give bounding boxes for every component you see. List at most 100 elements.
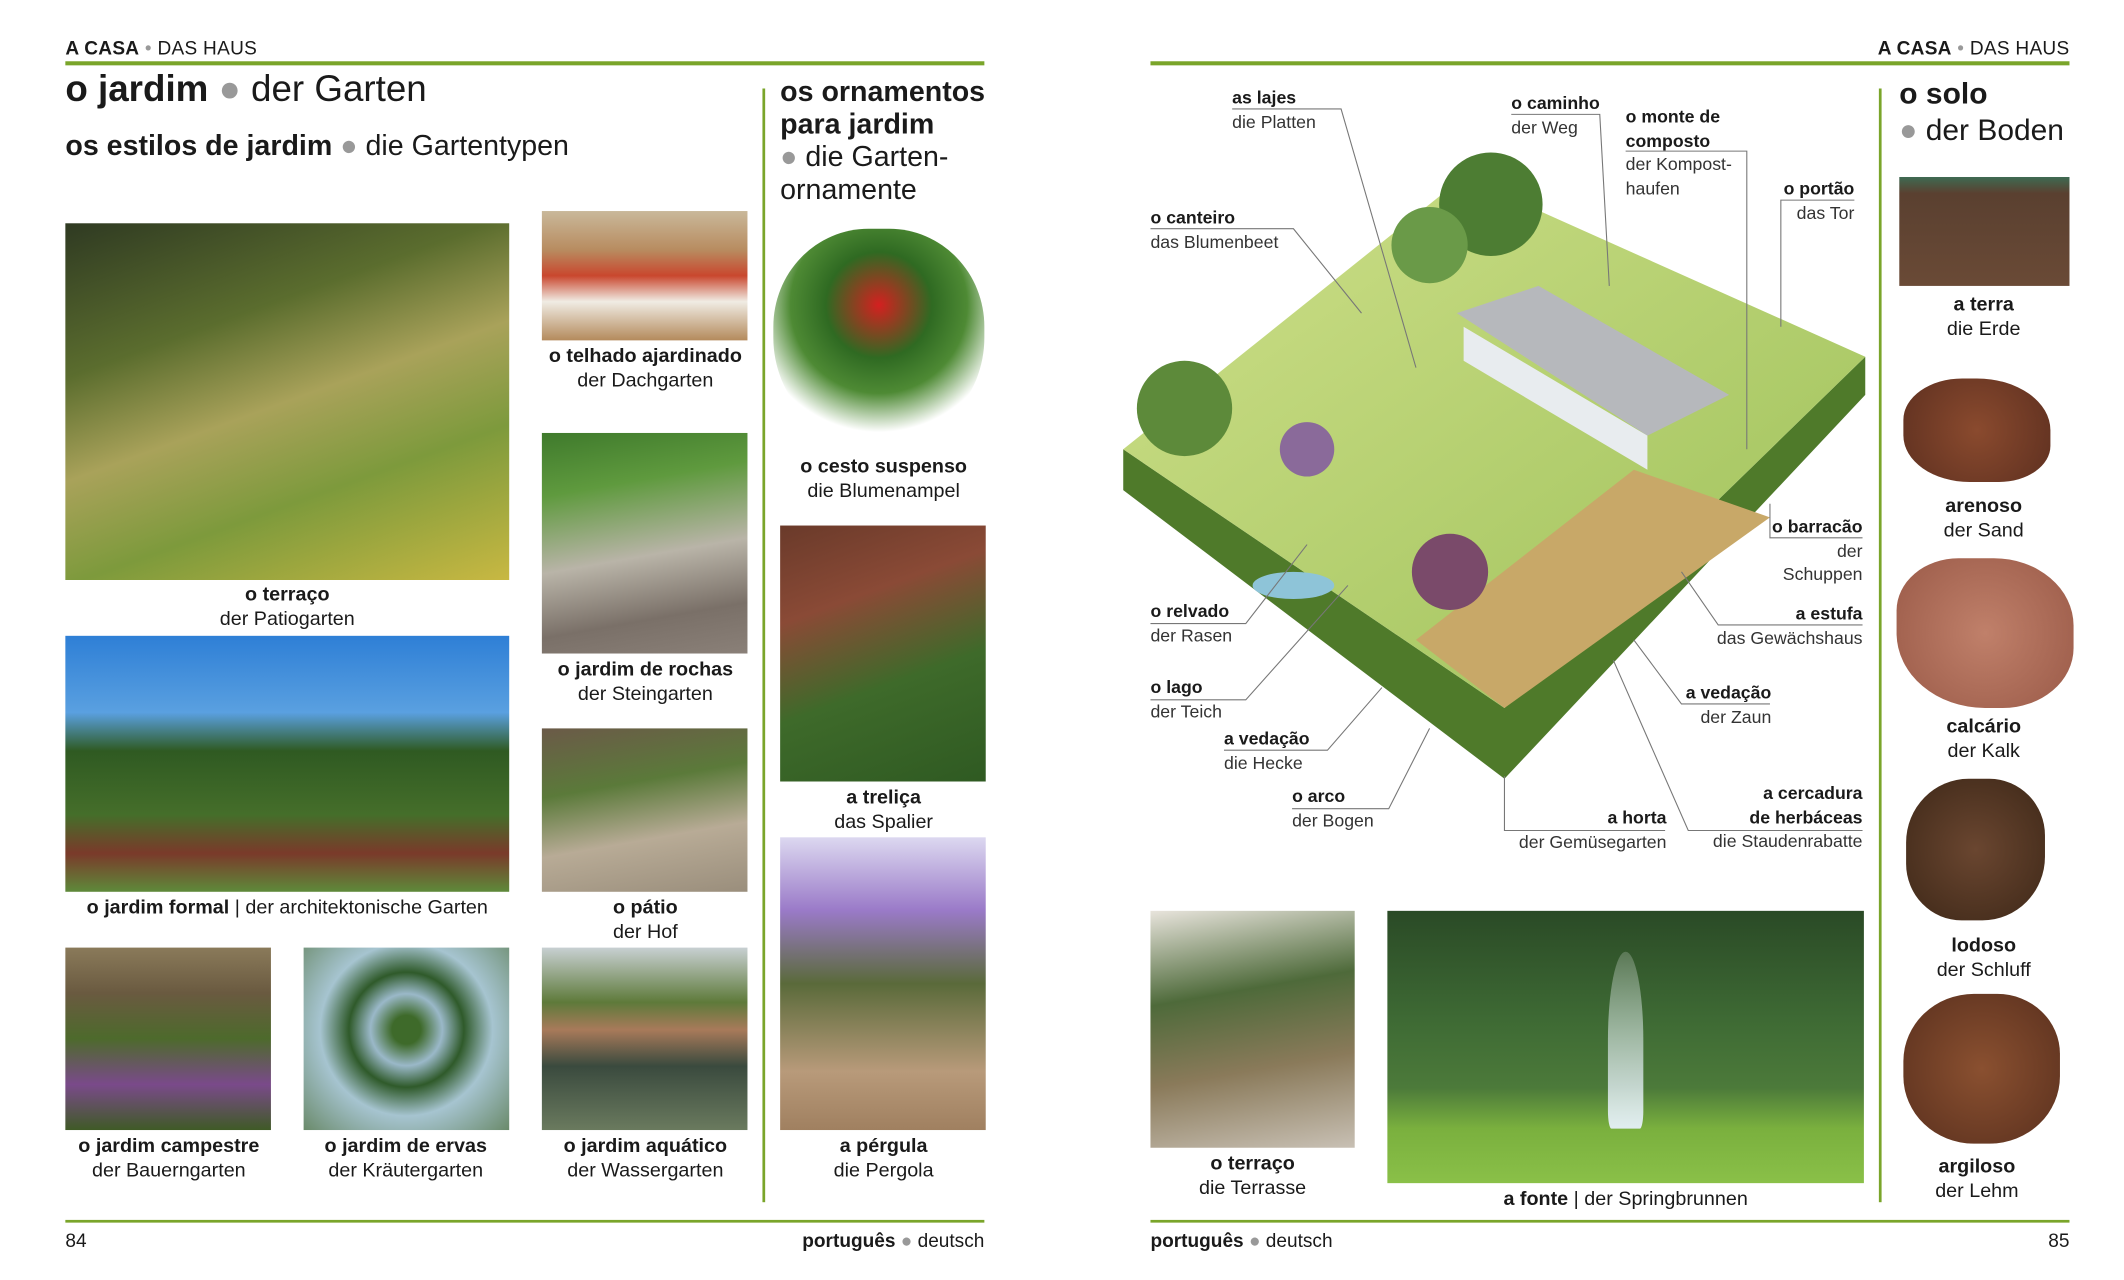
term-portuguese: der Boden bbox=[1925, 113, 2064, 148]
term-portuguese: o caminho bbox=[1511, 92, 1600, 114]
term-portuguese: o lago bbox=[1150, 676, 1203, 698]
term-german: der Wassergarten bbox=[567, 1159, 724, 1182]
page-number-right: 85 bbox=[2048, 1229, 2070, 1252]
term-portuguese: o telhado ajardinado bbox=[548, 345, 742, 368]
term-portuguese: der architektonische Garten bbox=[245, 897, 488, 920]
term-german: Schuppen bbox=[1782, 563, 1863, 585]
term-portuguese: o portão bbox=[1783, 178, 1855, 199]
language-footer-left: português ● deutsch bbox=[802, 1229, 985, 1252]
term-portuguese: calcário bbox=[1946, 716, 2022, 738]
photo-formal-garden bbox=[65, 635, 510, 892]
term-portuguese: a terra bbox=[1953, 294, 2014, 316]
term-german: das Blumenbeet bbox=[1150, 230, 1279, 252]
term-portuguese: de herbáceas bbox=[1749, 806, 1863, 828]
term-german: die Terrasse bbox=[1198, 1177, 1307, 1200]
photo-fountain bbox=[1387, 910, 1864, 1184]
photo-roof-garden bbox=[541, 211, 748, 341]
photo-water-garden bbox=[541, 947, 748, 1131]
subtitle-pt: os estilos de jardim bbox=[65, 130, 333, 163]
term-portuguese: para jardim bbox=[780, 108, 935, 141]
term-german: der Schluff bbox=[1936, 959, 2031, 982]
term-portuguese: a fonte bbox=[1503, 1188, 1569, 1211]
term-portuguese: o solo bbox=[1899, 76, 1988, 111]
term-portuguese: a vedação bbox=[1223, 728, 1310, 749]
subtitle-de: die Gartentypen bbox=[365, 130, 569, 163]
diagram-hedge-side bbox=[1123, 356, 1866, 779]
term-german: der Bogen bbox=[1292, 809, 1374, 830]
diagram-vegetable-plot bbox=[1415, 469, 1770, 708]
right-running-header: A CASA • DAS HAUS bbox=[1877, 36, 2070, 59]
term-portuguese: o jardim aquático bbox=[563, 1135, 728, 1158]
footer-rule-right bbox=[1150, 1219, 2070, 1223]
term-portuguese: os ornamentos bbox=[780, 76, 986, 108]
language-footer-right: português ● deutsch bbox=[1150, 1229, 1333, 1252]
term-portuguese: arenoso bbox=[1945, 495, 2023, 518]
term-german: das Spalier bbox=[834, 811, 933, 834]
term-portuguese: português bbox=[802, 1229, 896, 1252]
term-german: der Kräutergarten bbox=[328, 1159, 484, 1182]
section-subtitle: os estilos de jardim ● die Gartentypen bbox=[65, 130, 569, 163]
caption-formal-garden: o jardim formal | der architektonische G… bbox=[86, 897, 488, 920]
term-german: haufen bbox=[1625, 177, 1680, 199]
column-divider bbox=[762, 88, 766, 1203]
term-portuguese: a estufa bbox=[1795, 603, 1863, 624]
term-german: die Staudenrabatte bbox=[1712, 830, 1863, 851]
caption-fountain: a fonte | der Springbrunnen bbox=[1503, 1188, 1748, 1211]
term-portuguese: a pérgula bbox=[839, 1135, 928, 1158]
term-portuguese: o arco bbox=[1292, 785, 1346, 807]
photo-courtyard bbox=[541, 728, 748, 892]
label-lawn: o relvado der Rasen bbox=[1150, 599, 1232, 647]
term-portuguese: o terraço bbox=[1210, 1153, 1295, 1175]
diagram-shrub bbox=[1279, 422, 1335, 477]
diagram-tree bbox=[1391, 206, 1468, 284]
term-portuguese: o cesto suspenso bbox=[800, 456, 967, 478]
term-portuguese: o jardim formal bbox=[86, 897, 230, 920]
photo-herb-garden bbox=[303, 947, 510, 1131]
term-portuguese: a vedação bbox=[1685, 682, 1772, 703]
page-title: o jardim ● der Garten bbox=[65, 68, 427, 109]
ornaments-title: os ornamentos para jardim ● die Garten- … bbox=[780, 76, 986, 206]
left-running-header: A CASA • DAS HAUS bbox=[65, 36, 258, 59]
header-pt: A CASA bbox=[65, 36, 140, 59]
term-german: der Gemüsegarten bbox=[1518, 831, 1667, 852]
diagram-house-wall bbox=[1463, 326, 1648, 470]
term-portuguese: die Garten- bbox=[805, 141, 949, 173]
diagram-lawn bbox=[1123, 176, 1866, 708]
photo-soil-earth bbox=[1899, 176, 2070, 286]
term-portuguese: o relvado bbox=[1150, 600, 1230, 621]
term-german: die Blumenampel bbox=[807, 480, 960, 503]
title-pt: o jardim bbox=[65, 68, 209, 109]
term-german: der Rasen bbox=[1150, 624, 1233, 645]
term-german: der Bauerngarten bbox=[91, 1159, 246, 1182]
fountain-jet bbox=[1607, 951, 1644, 1129]
term-portuguese: deutsch bbox=[917, 1229, 985, 1252]
photo-patio-garden bbox=[65, 223, 510, 580]
diagram-house-roof bbox=[1456, 285, 1730, 436]
term-german: der Kompost- bbox=[1625, 153, 1732, 175]
photo-trellis bbox=[780, 525, 986, 782]
column-divider-right bbox=[1878, 88, 1882, 1203]
footer-rule bbox=[65, 1219, 985, 1223]
term-german: der bbox=[1836, 539, 1863, 561]
diagram-pond bbox=[1252, 571, 1335, 600]
photo-hanging-basket bbox=[773, 228, 985, 447]
term-german: der Sand bbox=[1943, 520, 2024, 542]
